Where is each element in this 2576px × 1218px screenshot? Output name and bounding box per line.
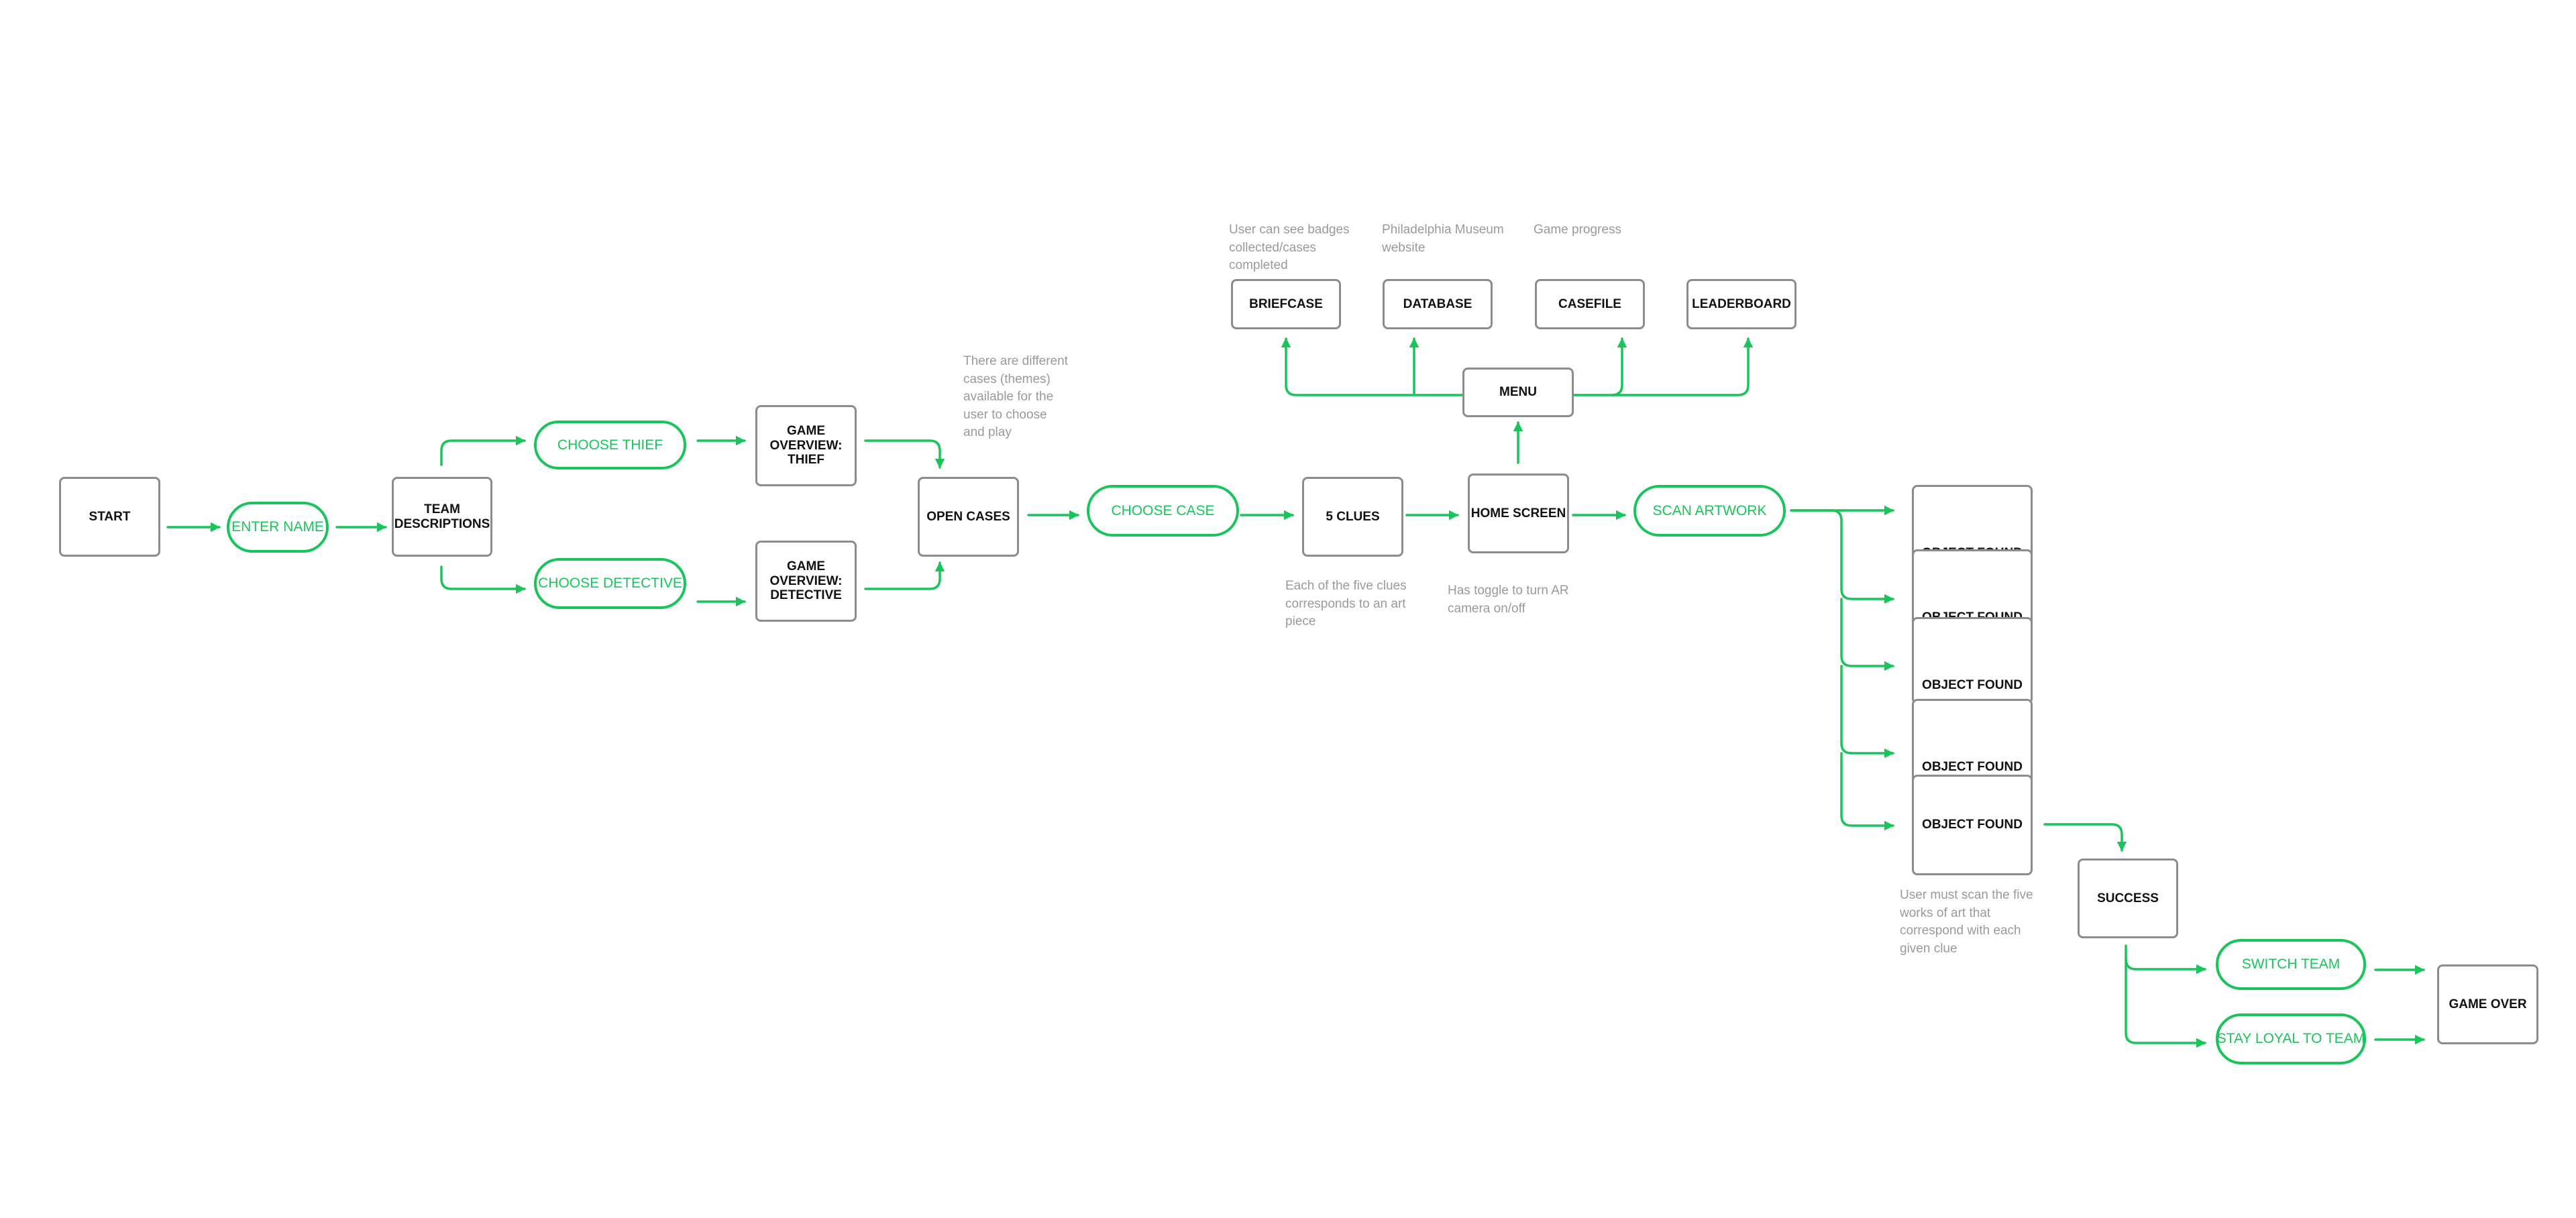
open-cases-note: There are different cases (themes) avail…: [963, 353, 1071, 442]
five-clues-label: 5 CLUES: [1326, 509, 1380, 524]
briefcase-note-text: User can see badges collected/cases comp…: [1229, 223, 1350, 273]
game-over-label: GAME OVER: [2449, 997, 2527, 1011]
home-screen-note: Has toggle to turn AR camera on/off: [1448, 582, 1595, 618]
object-found-note-text: User must scan the five works of art tha…: [1900, 888, 2033, 956]
leaderboard-node: LEADERBOARD: [1686, 279, 1796, 329]
connector-menu-to-briefcase: [1281, 337, 1464, 396]
choose-case-node: CHOOSE CASE: [1087, 485, 1239, 537]
connector-scan-to-object-4: [1840, 665, 1894, 759]
start-node: START: [59, 477, 160, 557]
team-descriptions-node: TEAM DESCRIPTIONS: [392, 477, 492, 557]
menu-node: MENU: [1462, 368, 1574, 417]
success-node: SUCCESS: [2078, 859, 2178, 938]
object-found-note: User must scan the five works of art tha…: [1900, 887, 2047, 958]
choose-detective-node: CHOOSE DETECTIVE: [534, 558, 686, 609]
casefile-label: CASEFILE: [1558, 296, 1621, 311]
briefcase-label: BRIEFCASE: [1249, 296, 1323, 311]
scan-artwork-node: SCAN ARTWORK: [1633, 485, 1786, 537]
briefcase-node: BRIEFCASE: [1231, 279, 1341, 329]
database-note-text: Philadelphia Museum website: [1382, 223, 1504, 255]
object-found-card: OBJECT FOUND: [1912, 699, 2033, 786]
object-found-card: OBJECT FOUND: [1912, 617, 2033, 704]
five-clues-node: 5 CLUES: [1302, 477, 1403, 557]
connector-scan-to-object-5: [1840, 752, 1894, 831]
success-label: SUCCESS: [2097, 891, 2159, 905]
team-descriptions-label: TEAM DESCRIPTIONS: [394, 502, 490, 531]
choose-detective-label: CHOOSE DETECTIVE: [538, 575, 682, 591]
open-cases-label: OPEN CASES: [926, 509, 1010, 524]
database-node: DATABASE: [1383, 279, 1493, 329]
choose-thief-node: CHOOSE THIEF: [534, 421, 686, 469]
object-found-label: OBJECT FOUND: [1922, 760, 2023, 775]
casefile-note-text: Game progress: [1534, 223, 1621, 237]
home-screen-label: HOME SCREEN: [1470, 506, 1566, 520]
menu-label: MENU: [1499, 385, 1537, 400]
switch-team-label: SWITCH TEAM: [2241, 956, 2341, 972]
switch-team-node: SWITCH TEAM: [2216, 939, 2366, 990]
connector-scan-to-object-2: [1790, 509, 1894, 604]
enter-name-node: ENTER NAME: [227, 502, 329, 553]
connector-team-to-choose-thief: [440, 435, 526, 466]
game-overview-detective-node: GAME OVERVIEW: DETECTIVE: [755, 541, 857, 622]
object-found-label: OBJECT FOUND: [1922, 678, 2023, 693]
home-screen-node: HOME SCREEN: [1468, 474, 1569, 553]
choose-thief-label: CHOOSE THIEF: [557, 437, 663, 453]
game-overview-thief-node: GAME OVERVIEW: THIEF: [755, 405, 857, 486]
open-cases-node: OPEN CASES: [918, 477, 1019, 557]
game-overview-thief-label: GAME OVERVIEW: THIEF: [769, 423, 843, 467]
database-note: Philadelphia Museum website: [1382, 221, 1526, 257]
casefile-node: CASEFILE: [1535, 279, 1645, 329]
connector-menu-to-leaderboard: [1611, 337, 1754, 396]
enter-name-label: ENTER NAME: [231, 519, 324, 535]
connector-overview-detective-to-open-cases: [864, 561, 945, 590]
leaderboard-label: LEADERBOARD: [1692, 296, 1791, 311]
five-clues-note: Each of the five clues corresponds to an…: [1285, 577, 1430, 631]
five-clues-note-text: Each of the five clues corresponds to an…: [1285, 579, 1407, 629]
connector-object-to-success: [2043, 823, 2127, 852]
stay-loyal-node: STAY LOYAL TO TEAM: [2216, 1013, 2366, 1064]
game-overview-detective-label: GAME OVERVIEW: DETECTIVE: [769, 559, 843, 603]
database-label: DATABASE: [1403, 296, 1472, 311]
open-cases-note-text: There are different cases (themes) avail…: [963, 354, 1068, 440]
briefcase-note: User can see badges collected/cases comp…: [1229, 221, 1370, 275]
connector-scan-to-object-3: [1840, 598, 1894, 671]
casefile-note: Game progress: [1534, 221, 1668, 239]
scan-artwork-label: SCAN ARTWORK: [1652, 502, 1767, 518]
stay-loyal-label: STAY LOYAL TO TEAM: [2216, 1031, 2365, 1046]
choose-case-label: CHOOSE CASE: [1111, 502, 1215, 518]
object-found-label: OBJECT FOUND: [1922, 818, 2023, 832]
home-screen-note-text: Has toggle to turn AR camera on/off: [1448, 584, 1569, 616]
connector-success-to-stay: [2125, 958, 2206, 1048]
connector-overview-thief-to-open-cases: [864, 439, 945, 469]
connector-success-to-switch: [2125, 944, 2206, 975]
connector-team-to-choose-detective: [440, 565, 526, 594]
game-over-node: GAME OVER: [2437, 964, 2538, 1044]
start-label: START: [89, 509, 131, 524]
connector-menu-to-casefile: [1572, 337, 1627, 396]
object-found-card: OBJECT FOUND: [1912, 775, 2033, 875]
